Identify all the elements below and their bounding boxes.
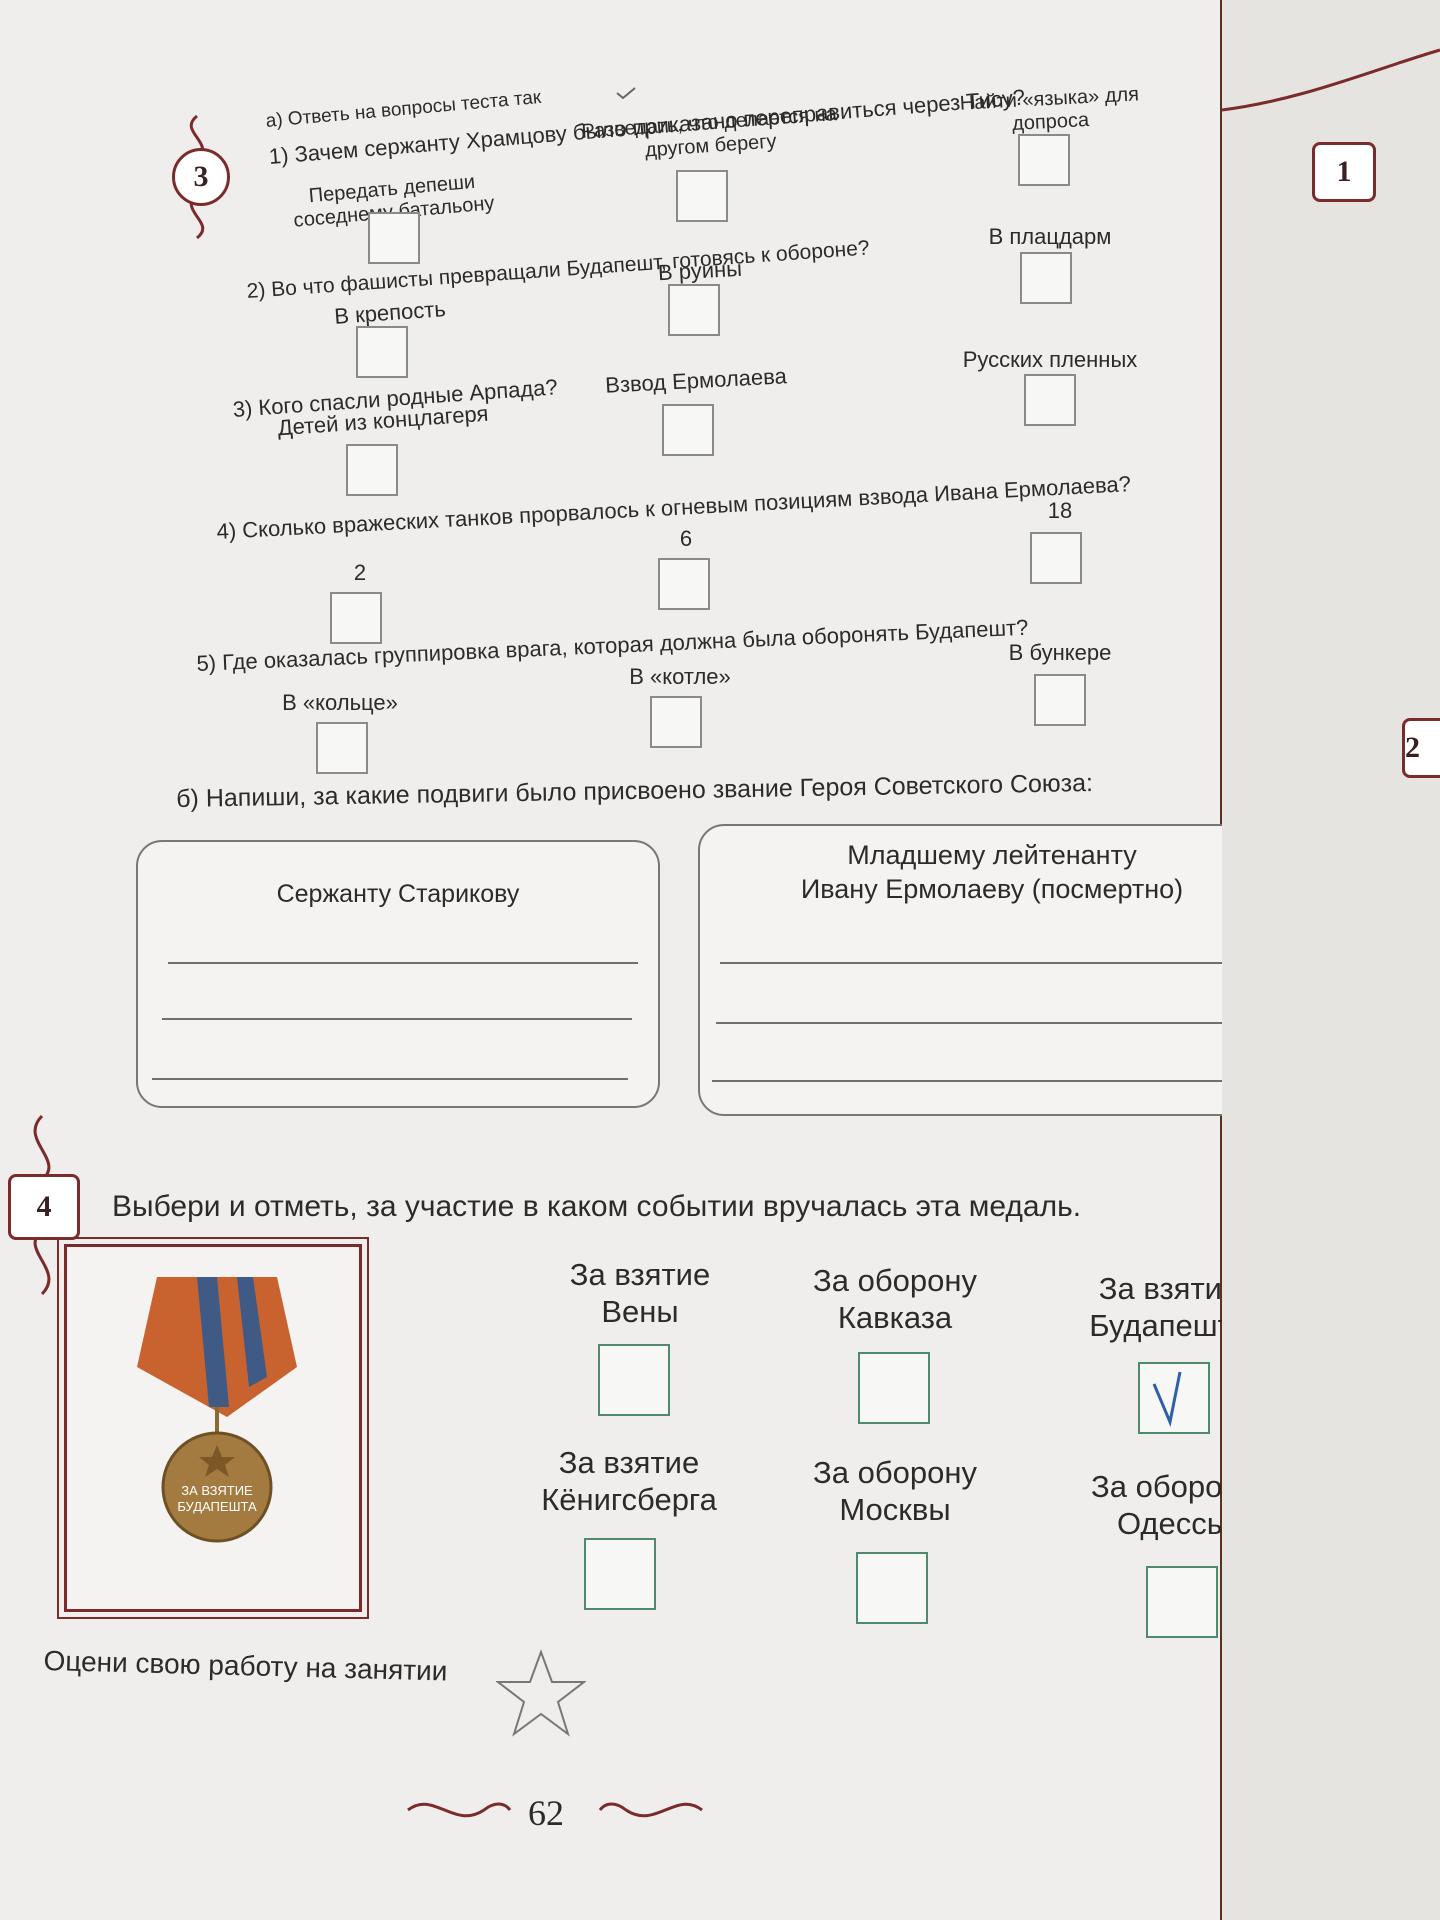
q4-checkbox-3[interactable] [1030,532,1082,584]
q1-checkbox-3[interactable] [1018,134,1070,186]
q1-option-2: Разведать, что делается на другом берегу [580,103,838,162]
answer-box-label: Сержанту Старикову [276,880,520,908]
medal-checkbox-moscow[interactable] [856,1552,928,1624]
q3-checkbox-1[interactable] [346,444,398,496]
medal-inscription-1: ЗА ВЗЯТИЕ [181,1483,253,1498]
q2-checkbox-1[interactable] [356,326,408,378]
q5-checkbox-3[interactable] [1034,674,1086,726]
q1-checkbox-2[interactable] [676,170,728,222]
q4-option-2: 6 [679,526,693,551]
answer-box-label-line1: Младшему лейтенанту [847,840,1137,870]
answer-line[interactable] [168,962,638,964]
workbook-page: 3 а) Ответь на вопросы теста так 1) Заче… [0,0,1286,1920]
q2-option-3: В плацдарм [988,224,1112,249]
q4-option-3: 18 [1047,498,1073,523]
q5-option-3: В бункере [1008,640,1112,665]
q5-checkbox-2[interactable] [650,696,702,748]
answer-box-label-line2: Ивану Ермолаеву (посмертно) [800,874,1184,904]
answer-line[interactable] [720,962,1264,964]
part-b-prompt: б) Напиши, за какие подвиги было присвое… [175,768,1094,813]
answer-box-ermolaev: Младшему лейтенанту Ивану Ермолаеву (пос… [698,824,1286,1116]
ornament-line-icon [1222,48,1440,112]
q5-option-1: В «кольце» [282,690,398,715]
q5-option-2: В «котле» [629,664,731,689]
answer-line[interactable] [162,1018,632,1020]
star-icon[interactable] [496,1648,586,1738]
q4-checkbox-1[interactable] [330,592,382,644]
medal-budapest-icon: ЗА ВЗЯТИЕ БУДАПЕШТА [137,1277,297,1543]
q3-option-3: Русских пленных [962,347,1138,372]
page-number: 62 [528,1793,564,1833]
q1-checkbox-1[interactable] [368,212,420,264]
handwritten-check-icon [1152,1371,1182,1428]
medal-inscription-2: БУДАПЕШТА [177,1499,257,1514]
task-3-badge: 3 [172,148,230,206]
q3-checkbox-3[interactable] [1024,374,1076,426]
next-page-badge-1: 1 [1312,142,1376,202]
answer-line[interactable] [716,1022,1264,1024]
q2-checkbox-3[interactable] [1020,252,1072,304]
q3-option-2: Взвод Ермолаева [604,363,788,398]
medal-frame: ЗА ВЗЯТИЕ БУДАПЕШТА [57,1237,369,1619]
q2-checkbox-2[interactable] [668,284,720,336]
medal-checkbox-odessa[interactable] [1146,1566,1218,1638]
answer-line[interactable] [712,1080,1260,1082]
ornament-right-icon [598,1802,703,1818]
answer-line[interactable] [152,1078,628,1080]
medal-checkbox-konigsberg[interactable] [584,1538,656,1610]
medal-checkbox-vienna[interactable] [598,1344,670,1416]
medal-checkbox-caucasus[interactable] [858,1352,930,1424]
task-4-title: Выбери и отметь, за участие в каком собы… [112,1190,1082,1223]
q3-checkbox-2[interactable] [662,404,714,456]
q4-checkbox-2[interactable] [658,558,710,610]
next-page-badge-2: 2 [1402,718,1440,778]
ornament-left-icon [407,1802,512,1818]
medal-checkbox-budapest[interactable] [1138,1362,1210,1434]
q5-checkbox-1[interactable] [316,722,368,774]
next-page-edge: 1 2 [1222,0,1440,1920]
answer-box-starikov: Сержанту Старикову [136,840,660,1108]
q4-option-1: 2 [353,560,367,585]
self-assessment-label: Оцени свою работу на занятии [43,1645,448,1687]
pencil-check-icon [616,87,636,100]
task-4-badge: 4 [8,1174,80,1240]
